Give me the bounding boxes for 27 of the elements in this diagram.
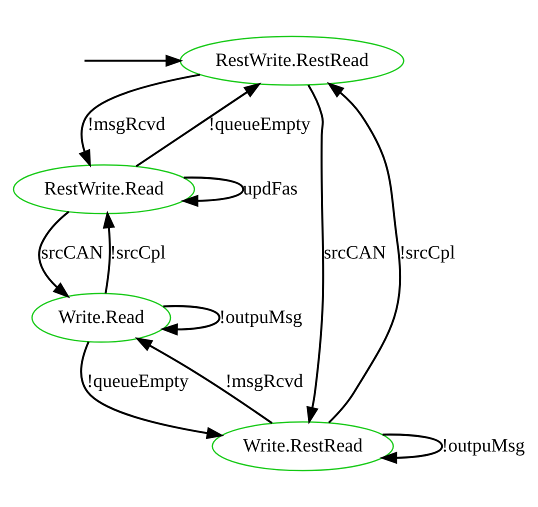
node-ellipse: RestWrite.RestRead [180,36,404,86]
node-ellipse: RestWrite.Read [12,164,196,214]
node-ellipse: Write.RestRead [212,421,394,472]
arrow [84,54,184,67]
arrow [136,82,262,168]
node-ellipse: Write.Read [31,292,172,343]
edge-label: srcCAN [41,242,104,264]
arrow [306,84,324,424]
edge-label: !srcCpl [110,242,166,264]
arrow [180,176,244,208]
arrow [134,337,273,424]
edge-label: !srcCpl [399,242,456,264]
edge-label: updFas [242,178,298,200]
edge-label: srcCAN [324,242,386,264]
arrow [78,74,200,168]
arrow [160,305,220,336]
edge-label: !outpuMsg [442,435,525,456]
edge-label: !queueEmpty [86,371,189,392]
arrow [80,341,224,440]
edge-label: !outpuMsg [219,306,302,328]
edge-label: !msgRcvd [225,371,304,392]
edge-label: !msgRcvd [87,114,166,136]
edge-label: !queueEmpty [208,114,310,136]
arrow [326,82,402,424]
arrow [38,210,70,298]
arrow [102,210,116,294]
arrow [380,434,444,464]
